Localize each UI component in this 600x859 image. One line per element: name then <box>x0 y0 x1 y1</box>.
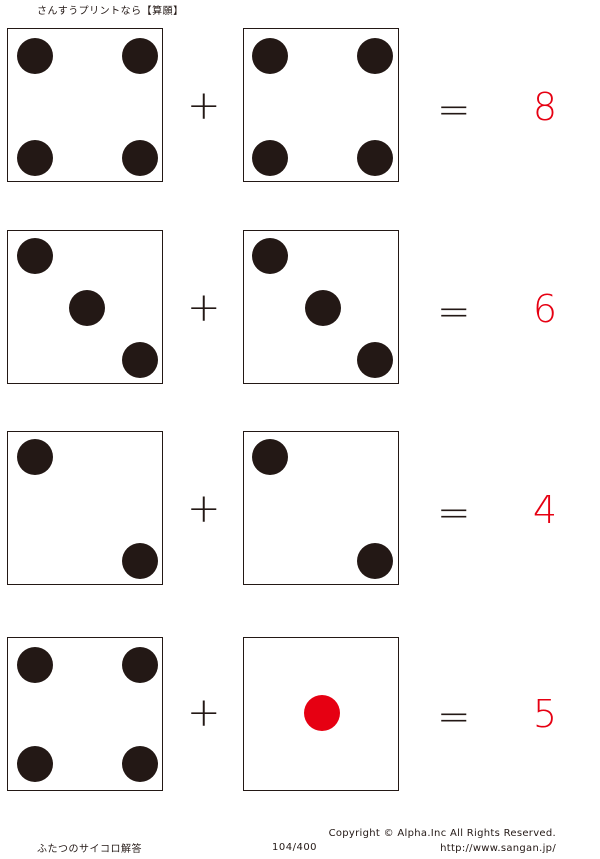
pip <box>17 38 53 74</box>
pip <box>252 140 288 176</box>
pip <box>305 290 341 326</box>
pip <box>357 342 393 378</box>
left-die-two <box>7 431 163 585</box>
page-number: 104/400 <box>272 842 318 853</box>
equals-sign: = <box>437 694 471 740</box>
pip <box>357 38 393 74</box>
pip <box>357 543 393 579</box>
answer-value: 4 <box>532 488 558 532</box>
problem-row-3: + = 4 <box>0 431 600 591</box>
site-url: http://www.sangan.jp/ <box>440 843 556 854</box>
left-die-four <box>7 637 163 791</box>
pip <box>17 439 53 475</box>
problem-row-2: + = 6 <box>0 230 600 390</box>
pip <box>122 140 158 176</box>
answer-value: 6 <box>532 287 558 331</box>
answer-value: 5 <box>532 692 558 736</box>
plus-sign: + <box>187 486 221 532</box>
pip <box>122 342 158 378</box>
worksheet-name: ふたつのサイコロ解答 <box>37 844 142 855</box>
site-header-title: さんすうプリントなら【算願】 <box>37 6 184 17</box>
equals-sign: = <box>437 490 471 536</box>
problem-row-1: + = 8 <box>0 28 600 188</box>
right-die-four <box>243 28 399 182</box>
pip <box>122 38 158 74</box>
pip <box>252 238 288 274</box>
plus-sign: + <box>187 285 221 331</box>
pip <box>304 695 340 731</box>
copyright-notice: Copyright © Alpha.Inc All Rights Reserve… <box>328 828 556 839</box>
pip <box>252 439 288 475</box>
right-die-two <box>243 431 399 585</box>
pip <box>17 140 53 176</box>
left-die-four <box>7 28 163 182</box>
right-die-one <box>243 637 399 791</box>
pip <box>122 746 158 782</box>
answer-value: 8 <box>532 85 558 129</box>
pip <box>252 38 288 74</box>
plus-sign: + <box>187 83 221 129</box>
equals-sign: = <box>437 289 471 335</box>
pip <box>17 746 53 782</box>
pip <box>122 543 158 579</box>
pip <box>122 647 158 683</box>
right-die-three <box>243 230 399 384</box>
equals-sign: = <box>437 87 471 133</box>
pip <box>17 238 53 274</box>
plus-sign: + <box>187 690 221 736</box>
problem-row-4: + = 5 <box>0 637 600 797</box>
pip <box>17 647 53 683</box>
pip <box>357 140 393 176</box>
left-die-three <box>7 230 163 384</box>
pip <box>69 290 105 326</box>
